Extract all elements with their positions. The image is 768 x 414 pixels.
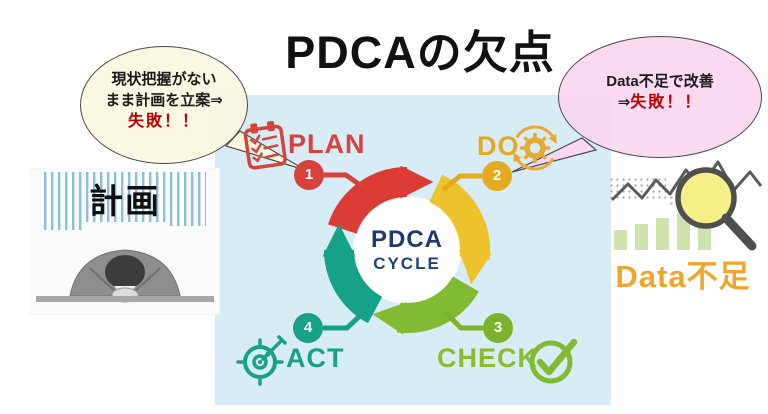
left-callout-line1: 現状把握がない bbox=[111, 71, 217, 88]
clipboard-checklist-icon bbox=[243, 120, 287, 170]
plan-arrow-segment bbox=[328, 166, 434, 235]
desk bbox=[36, 296, 214, 302]
page-title: PDCAの欠点 bbox=[285, 27, 555, 78]
data-chart-illustration bbox=[610, 160, 763, 251]
data-shortage-caption: Data不足 bbox=[615, 259, 751, 294]
left-callout-bubble: 現状把握がない まま計画を立案⇒ 失敗！！ bbox=[80, 46, 248, 164]
act-arrow-segment bbox=[322, 223, 383, 324]
plan-kanji-caption: 計画 bbox=[89, 183, 161, 221]
pdca-cycle-graphic bbox=[322, 166, 492, 335]
connector-step-1 bbox=[324, 172, 365, 190]
cycle-center-subtitle: CYCLE bbox=[373, 254, 441, 273]
step-label-do: DO bbox=[477, 131, 520, 161]
left-callout-line2: まま計画を立案⇒ bbox=[105, 92, 223, 109]
step-number-badge-2: 2 bbox=[482, 161, 512, 191]
step-label-check: CHECK bbox=[437, 343, 539, 373]
check-arrow-segment bbox=[372, 275, 479, 335]
left-callout-fail-text: 失敗！！ bbox=[127, 113, 200, 130]
connector-step-3 bbox=[443, 310, 483, 331]
gear-cycle-icon bbox=[513, 125, 557, 171]
connector-step-2 bbox=[441, 173, 482, 192]
right-callout-line1: Data不足で改善 bbox=[606, 73, 714, 90]
stripe-decor-left bbox=[44, 172, 84, 230]
cycle-center-disc bbox=[353, 196, 461, 304]
step-number-badge-4: 4 bbox=[293, 313, 323, 343]
bowing-man-figure bbox=[69, 249, 181, 303]
right-callout-arrow: ⇒ bbox=[617, 94, 631, 111]
step-number-badge-3: 3 bbox=[483, 313, 513, 343]
magnifier-icon bbox=[675, 167, 757, 251]
check-circle-icon bbox=[529, 338, 578, 384]
do-arrow-segment bbox=[428, 174, 492, 285]
step-label-plan: PLAN bbox=[288, 129, 366, 159]
stripe-decor-right bbox=[170, 172, 206, 226]
connector-step-4 bbox=[323, 310, 366, 331]
right-callout-bubble: Data不足で改善 ⇒失敗！！ bbox=[558, 36, 762, 158]
target-dart-icon bbox=[236, 335, 287, 386]
step-number-badge-1: 1 bbox=[294, 160, 324, 190]
right-callout-fail-text: 失敗！！ bbox=[630, 94, 703, 111]
cycle-center-text: PDCA CYCLE bbox=[347, 226, 467, 274]
right-callout-tail bbox=[511, 137, 598, 173]
trend-line bbox=[610, 160, 763, 202]
cycle-center-title: PDCA bbox=[370, 226, 443, 253]
stripe-decor-mid bbox=[84, 172, 170, 222]
bowing-man-illustration bbox=[30, 168, 220, 315]
step-label-act: ACT bbox=[286, 343, 345, 373]
